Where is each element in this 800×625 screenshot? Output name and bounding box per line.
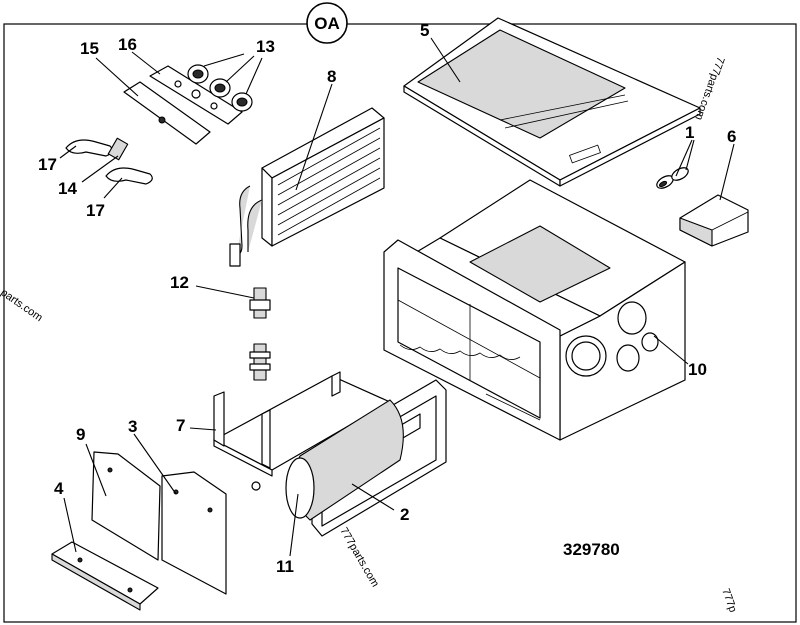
drawing-part-number: 329780 — [563, 540, 620, 559]
callout-5: 5 — [420, 21, 429, 40]
watermark-center: 777parts.com — [337, 526, 381, 590]
watermark-left-partial: parts.com — [0, 287, 45, 325]
callout-11: 11 — [276, 557, 294, 576]
callout-9: 9 — [76, 425, 85, 444]
part-17-cable-clip-lower — [105, 167, 153, 185]
callout-12: 12 — [170, 273, 189, 292]
leader-lines — [59, 37, 735, 557]
diagram-frame — [3, 23, 797, 623]
part-13-knobs — [187, 64, 253, 112]
part-3-side-panel — [161, 471, 227, 595]
callout-7: 7 — [176, 416, 185, 435]
part-4-bracket — [51, 541, 159, 611]
watermark-top-right: 777parts.com — [692, 55, 726, 122]
callout-17-lower: 17 — [86, 201, 105, 220]
part-16-plate — [149, 65, 243, 125]
callout-6: 6 — [727, 127, 736, 146]
watermark-bottom-right-partial: 777p — [719, 587, 739, 614]
part-6-outlet-duct — [679, 194, 749, 247]
callout-13: 13 — [256, 37, 275, 56]
callout-labels: 1 2 3 4 5 6 7 8 9 10 11 12 13 14 15 16 1… — [38, 21, 736, 576]
callout-15: 15 — [80, 39, 99, 58]
callout-14: 14 — [58, 179, 77, 198]
part-15-plate — [123, 81, 211, 145]
figure-label-badge: OA — [306, 2, 348, 44]
part-1-clips — [656, 167, 689, 189]
part-14-sensor — [107, 137, 129, 161]
figure-label: OA — [314, 14, 340, 33]
part-11-blower — [285, 399, 404, 521]
callout-3: 3 — [128, 417, 137, 436]
part-5-top-cover — [403, 17, 701, 187]
part-8-heater-core — [229, 107, 385, 267]
callout-16: 16 — [118, 35, 137, 54]
part-9-insulation-panel — [91, 451, 161, 561]
callout-10: 10 — [688, 360, 707, 379]
part-10-main-housing — [383, 179, 686, 441]
callout-2: 2 — [400, 505, 409, 524]
callout-4: 4 — [54, 479, 64, 498]
callout-1: 1 — [685, 123, 694, 142]
callout-17-upper: 17 — [38, 155, 57, 174]
callout-8: 8 — [327, 67, 336, 86]
part-12-valve — [249, 287, 271, 381]
